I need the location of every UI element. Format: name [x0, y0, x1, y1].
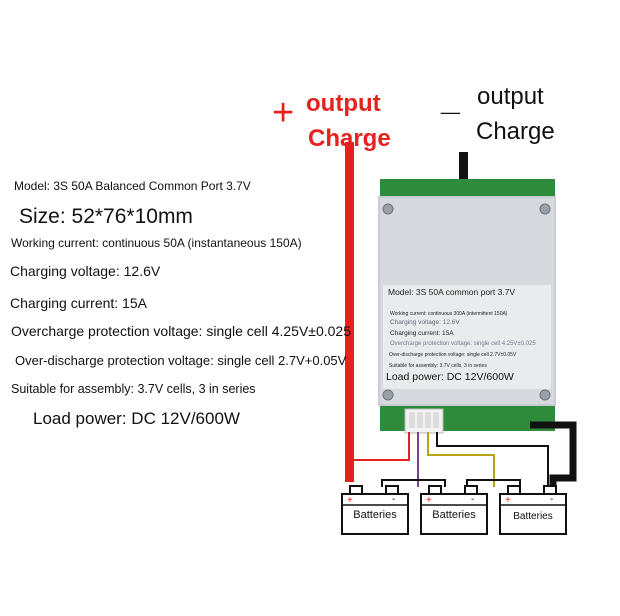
battery-label-3: Batteries — [513, 511, 553, 522]
spec-size: Size: 52*76*10mm — [19, 205, 193, 228]
spec-charging-current: Charging current: 15A — [10, 295, 147, 311]
sticker-overdischarge: Over-discharge protection voltage: singl… — [389, 352, 517, 358]
spec-overdischarge: Over-discharge protection voltage: singl… — [15, 353, 347, 368]
plus-sign: + — [272, 92, 295, 134]
battery-link-2 — [466, 479, 521, 487]
battery-2 — [420, 485, 488, 535]
balance-wire-red — [354, 432, 410, 461]
spec-load-power: Load power: DC 12V/600W — [33, 409, 240, 428]
spec-model: Model: 3S 50A Balanced Common Port 3.7V — [14, 179, 251, 193]
sticker-overcharge: Overcharge protection voltage: single ce… — [390, 341, 536, 347]
screw-hole — [539, 203, 551, 215]
battery-label-1: Batteries — [353, 509, 397, 521]
plus-charge-label: Charge — [308, 125, 391, 152]
battery-plus-icon: + — [505, 495, 511, 506]
negative-terminal-stub — [459, 152, 468, 196]
battery-3 — [499, 485, 567, 535]
minus-charge-label: Charge — [476, 118, 555, 145]
sticker-charging-current: Charging current: 15A — [390, 330, 454, 337]
battery-label-2: Batteries — [432, 509, 476, 521]
screw-hole — [539, 389, 551, 401]
balance-wire-black — [436, 432, 549, 487]
battery-link-1 — [381, 479, 446, 487]
battery-plus-icon: + — [347, 495, 353, 506]
minus-sign: _ — [441, 80, 460, 118]
spec-charging-voltage: Charging voltage: 12.6V — [10, 263, 161, 279]
battery-minus-icon: - — [392, 494, 395, 505]
spec-assembly: Suitable for assembly: 3.7V cells, 3 in … — [11, 382, 256, 396]
screw-hole — [382, 203, 394, 215]
positive-cable — [345, 142, 354, 482]
sticker-charging-voltage: Charging voltage: 12.6V — [390, 319, 460, 326]
sticker-working-current: Working current: continuous 300A (interm… — [390, 311, 508, 317]
negative-cable — [530, 421, 577, 487]
sticker-load-power: Load power: DC 12V/600W — [386, 371, 514, 383]
battery-minus-icon: - — [550, 494, 553, 505]
sticker-assembly: Suitable for assembly: 3.7V cells, 3 in … — [389, 363, 487, 369]
battery-minus-icon: - — [471, 494, 474, 505]
spec-working-current: Working current: continuous 50A (instant… — [11, 236, 302, 250]
battery-plus-icon: + — [426, 495, 432, 506]
minus-output-label: output — [477, 83, 544, 110]
board-sticker — [383, 285, 551, 389]
sticker-model: Model: 3S 50A common port 3.7V — [388, 287, 516, 297]
spec-overcharge: Overcharge protection voltage: single ce… — [11, 323, 351, 339]
screw-hole — [382, 389, 394, 401]
battery-1 — [341, 485, 409, 535]
balance-wire-yellow — [427, 432, 495, 487]
plus-output-label: output — [306, 90, 381, 117]
